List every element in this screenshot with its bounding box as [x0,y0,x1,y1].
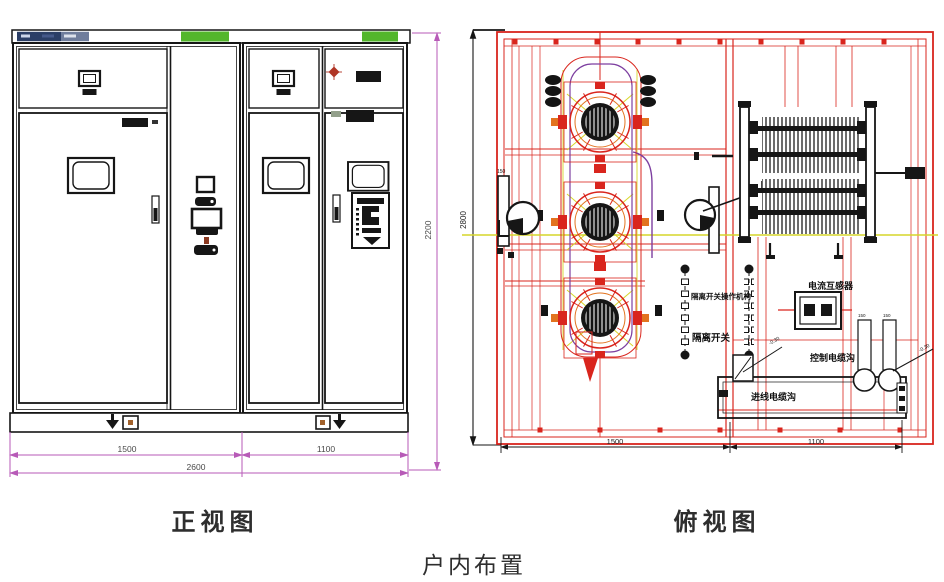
front-dimension-lines [9,32,441,477]
label-current-transformer: 电流互感器 [808,280,854,291]
micro-dim-2: 150 [858,313,866,318]
current-transformer [778,291,852,330]
front-view-title: 正视图 [171,509,259,536]
insulator-stack [640,75,656,107]
top-dim-left: 1500 [607,437,624,446]
front-dim-total: 2600 [187,462,206,472]
top-dim-depth: 2800 [459,211,468,229]
frame-bolt-marks [512,39,903,433]
top-view: 2800 [459,28,938,453]
wall-bushing-left [497,175,541,258]
green-vent-strip [362,31,398,42]
inspection-window [261,156,311,195]
warning-poster [351,192,390,249]
top-dimension-lines [500,420,903,453]
label-incoming-cable-trench: 进线电缆沟 [751,391,796,402]
door-label [346,110,374,122]
top-view-title: 俯视图 [673,509,761,536]
drain-arrow [583,358,598,382]
insulator-stack [545,75,561,107]
cable-trench-area [717,319,934,419]
resistor-bank [738,101,925,259]
door-handle [332,194,341,223]
label-control-cable-trench: 控制电缆沟 [810,352,855,363]
label-mechanism: 隔离开关操作机构 [691,291,751,301]
micro-dim-3: 150 [883,313,891,318]
front-view: 1500 1100 2600 2200 [9,29,441,477]
inspection-window [347,161,390,192]
elevation-mark-1: -0.30 [768,336,781,347]
inspection-window [66,156,116,195]
front-dim-right: 1100 [317,444,336,454]
disconnector-column [680,264,690,360]
reactor-phase-a [550,81,650,163]
nameplate-badge [17,31,61,42]
front-dim-height: 2200 [423,220,433,239]
indicator-lamp-icon [326,64,342,80]
drawing-caption: 户内布置 [422,552,526,578]
micro-dim-1: 150 [497,169,506,175]
cabinet-left-group [12,42,241,414]
cabinet-right-group [242,42,408,414]
door-handle [151,195,160,224]
wall-bushing-middle [683,152,763,254]
top-dim-right: 1100 [808,437,824,446]
elevation-mark-2: -0.30 [918,343,931,354]
label-disconnector: 隔离开关 [692,332,731,344]
disconnector-column [744,264,754,360]
cabinet-base [9,412,409,433]
green-vent-strip [181,31,229,42]
front-dim-left: 1500 [118,444,137,454]
cable-route-purple [632,151,653,258]
door-label [122,118,148,127]
